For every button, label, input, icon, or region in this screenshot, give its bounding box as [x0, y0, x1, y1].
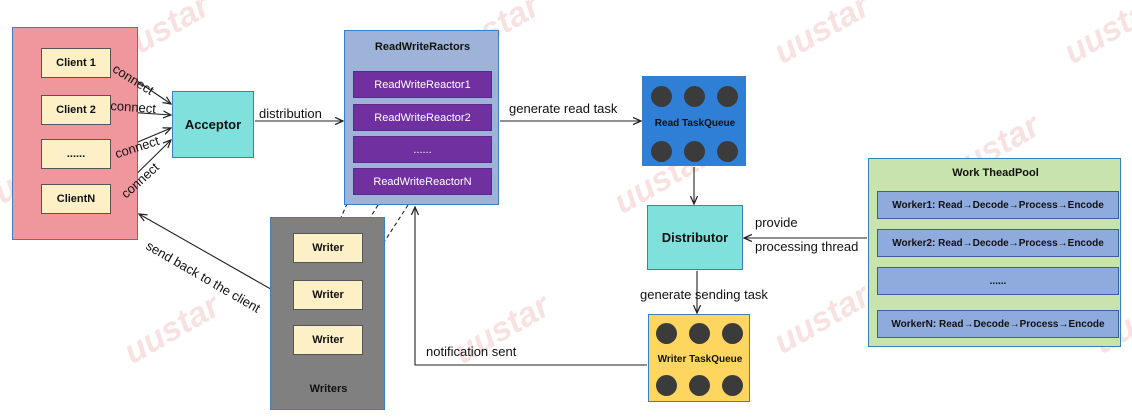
distribution-label: distribution [259, 106, 322, 121]
acceptor-box: Acceptor [172, 91, 254, 158]
worker-box: Worker2: Read→Decode→Process→Encode [877, 229, 1119, 257]
worker-box: ...... [877, 267, 1119, 295]
provide-label: provide [755, 215, 798, 230]
processing-thread-label: processing thread [755, 239, 859, 254]
client-box: Client 1 [41, 48, 111, 78]
writer-box: Writer [293, 280, 363, 310]
queue-slot [689, 375, 710, 396]
queue-slot [651, 86, 672, 107]
queue-slot [717, 141, 738, 162]
reactor-box: ...... [353, 136, 492, 163]
reactor-box: ReadWriteReactor2 [353, 104, 492, 131]
writer-taskqueue: Writer TaskQueue [648, 314, 750, 402]
queue-slot [651, 141, 672, 162]
writer-box: Writer [293, 325, 363, 355]
client-box: Client 2 [41, 95, 111, 125]
queue-slot [722, 323, 743, 344]
queue-slot [656, 375, 677, 396]
distributor-box: Distributor [647, 205, 743, 270]
connect-label: connect [109, 98, 157, 117]
queue-slot [656, 323, 677, 344]
queue-slot [722, 375, 743, 396]
client-box: ...... [41, 139, 111, 169]
writer-queue-label: Writer TaskQueue [657, 354, 743, 365]
read-queue-label: Read TaskQueue [654, 118, 736, 129]
reactors-group: ReadWriteRactors ReadWriteReactor1 ReadW… [344, 30, 499, 205]
work-threadpool-group: Work TheadPool Worker1: Read→Decode→Proc… [868, 158, 1121, 347]
writers-group: Writer Writer Writer Writers [270, 217, 385, 410]
queue-slot [689, 323, 710, 344]
worker-box: Worker1: Read→Decode→Process→Encode [877, 191, 1119, 219]
notification-sent-label: notification sent [426, 344, 517, 359]
read-taskqueue: Read TaskQueue [642, 76, 746, 166]
writer-box: Writer [293, 233, 363, 263]
writers-title: Writers [309, 383, 348, 395]
pool-title: Work TheadPool [952, 167, 1039, 179]
notification-sent-arrow [415, 207, 647, 366]
clients-group: Client 1 Client 2 ...... ClientN [12, 27, 138, 240]
send-back-arrow [139, 214, 291, 301]
reactor-box: ReadWriteReactorN [353, 168, 492, 195]
queue-slot [717, 86, 738, 107]
generate-read-task-label: generate read task [509, 101, 618, 116]
queue-slot [684, 86, 705, 107]
queue-slot [684, 141, 705, 162]
reactors-title: ReadWriteRactors [374, 41, 471, 53]
worker-box: WorkerN: Read→Decode→Process→Encode [877, 310, 1119, 338]
reactor-box: ReadWriteReactor1 [353, 71, 492, 98]
generate-sending-task-label: generate sending task [640, 287, 768, 302]
client-box: ClientN [41, 184, 111, 214]
